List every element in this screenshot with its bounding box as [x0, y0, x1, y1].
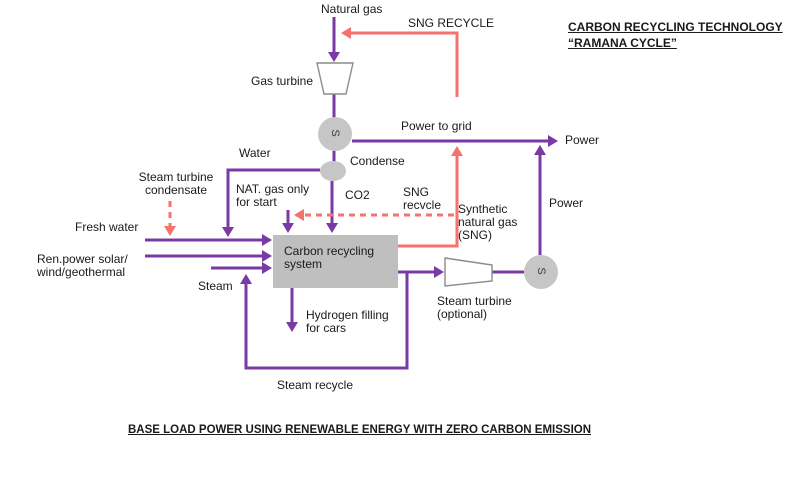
water-line — [226, 168, 320, 227]
condenser-circle — [320, 161, 346, 181]
water-arrowhead — [222, 227, 234, 237]
nat-gas-start-label-line2: for start — [236, 195, 277, 209]
natural-gas-arrowhead — [328, 52, 340, 62]
condenser-label: Condense — [350, 154, 405, 168]
diagram-title-line2: “RAMANA CYCLE” — [568, 36, 677, 50]
water-label: Water — [239, 146, 271, 160]
sng-recycle-top-arrowhead — [341, 27, 351, 39]
generator1-symbol: S — [329, 129, 341, 137]
condensate-label-line2: condensate — [144, 183, 208, 197]
synthetic-natural-gas-line3: (SNG) — [458, 228, 492, 242]
power-vertical-arrowhead — [534, 145, 546, 155]
steam-turbine-shape — [444, 257, 493, 287]
steam-arrowhead — [262, 262, 272, 274]
nat-gas-start-label: NAT. gas only for start — [236, 183, 309, 209]
steam-recycle-arrowhead — [240, 274, 252, 284]
ren-power-label-line1: Ren.power solar/ — [37, 252, 128, 266]
sng-return-lower-line — [398, 156, 459, 248]
hydrogen-label-line2: for cars — [306, 321, 347, 335]
diagram-title: CARBON RECYCLING TECHNOLOGY “RAMANA CYCL… — [568, 19, 783, 51]
nat-gas-start-label-line1: NAT. gas only — [236, 182, 310, 196]
condensate-label-line1: Steam turbine — [138, 170, 214, 184]
sng-recycle-dashed-arrowhead — [294, 209, 304, 221]
steam-label: Steam — [198, 279, 233, 293]
steam-turbine-label: Steam turbine (optional) — [437, 295, 512, 321]
steam-turbine-label-line2: (optional) — [437, 307, 488, 321]
co2-arrowhead — [326, 223, 338, 233]
ren-power-arrowhead — [262, 250, 272, 262]
fresh-water-label: Fresh water — [75, 220, 139, 234]
synthetic-natural-gas-line2: natural gas — [458, 215, 518, 229]
steam-recycle-loop — [244, 272, 409, 370]
fresh-water-arrowhead — [262, 234, 272, 246]
co2-label: CO2 — [345, 188, 370, 202]
sng-recycle-mid-label-line1: SNG — [403, 185, 430, 199]
natural-gas-label: Natural gas — [321, 2, 383, 16]
sng-return-up-arrowhead — [451, 146, 463, 156]
power-top-label: Power — [565, 133, 600, 147]
power-mid-label: Power — [549, 196, 584, 210]
power-to-grid-arrowhead — [548, 135, 558, 147]
sng-recycle-mid-label-line2: recvcle — [403, 198, 442, 212]
generator1-circle — [318, 117, 352, 151]
sng-return-upper-line — [351, 31, 459, 97]
hydrogen-label-line1: Hydrogen filling — [306, 308, 389, 322]
generator2-circle — [524, 255, 558, 289]
carbon-recycling-system-box — [273, 235, 398, 288]
nat-gas-start-arrowhead — [282, 223, 294, 233]
power-to-grid-label: Power to grid — [401, 119, 472, 133]
synthetic-natural-gas-label: Synthetic natural gas (SNG) — [458, 203, 517, 242]
ren-power-label-line2: wind/geothermal — [37, 265, 126, 279]
box-to-steam-turbine-arrowhead — [434, 266, 444, 278]
steam-recycle-label: Steam recycle — [277, 378, 354, 392]
synthetic-natural-gas-line1: Synthetic — [458, 202, 508, 216]
carbon-recycling-system-line2: system — [284, 257, 323, 271]
condensate-dashed-arrowhead — [164, 226, 176, 236]
sng-recycle-mid-label: SNG recvcle — [403, 186, 441, 212]
gas-turbine-shape — [316, 62, 354, 95]
sng-recycle-top-label: SNG RECYCLE — [408, 16, 495, 30]
ren-power-label: Ren.power solar/ wind/geothermal — [37, 253, 128, 279]
hydrogen-arrowhead — [286, 322, 298, 332]
diagram-caption: BASE LOAD POWER USING RENEWABLE ENERGY W… — [128, 424, 592, 436]
steam-turbine-label-line1: Steam turbine — [437, 294, 512, 308]
condensate-label: Steam turbine condensate — [134, 171, 218, 197]
generator2-symbol: S — [535, 267, 547, 275]
gas-turbine-label: Gas turbine — [251, 74, 314, 88]
hydrogen-label: Hydrogen filling for cars — [306, 309, 389, 335]
diagram-title-line1: CARBON RECYCLING TECHNOLOGY — [568, 20, 783, 34]
carbon-recycling-system-line1: Carbon recycling — [284, 244, 375, 258]
carbon-recycling-system-label: Carbon recycling system — [284, 245, 374, 271]
